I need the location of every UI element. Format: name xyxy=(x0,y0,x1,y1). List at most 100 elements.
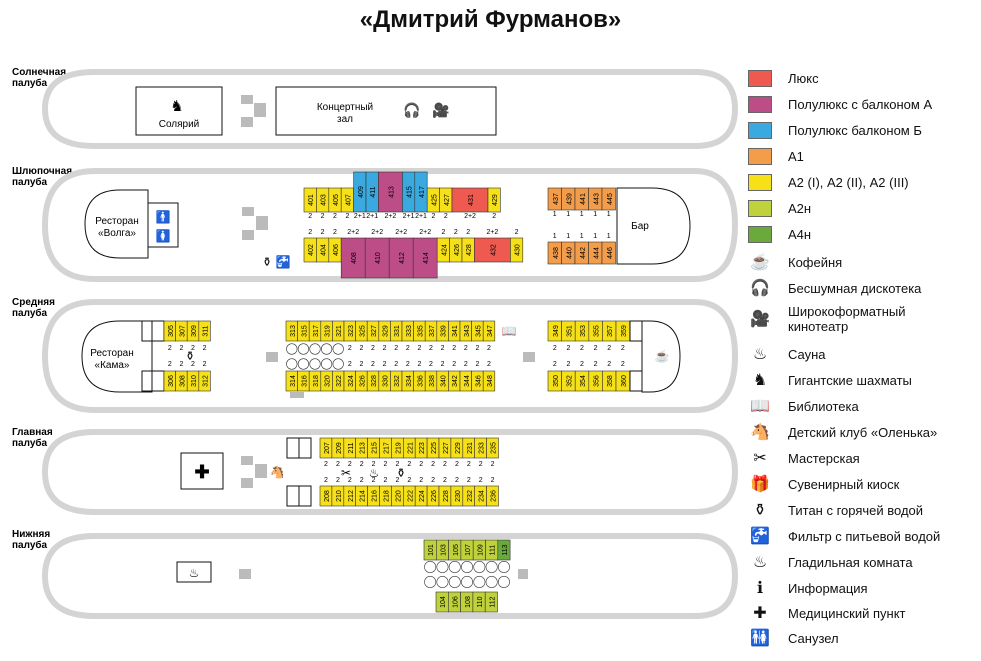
cabin-348[interactable] xyxy=(482,370,496,392)
capacity-label: 2 xyxy=(191,345,195,352)
legend-label: А2н xyxy=(788,201,812,216)
berth-circle xyxy=(286,343,298,355)
legend-label: Полулюкс с балконом А xyxy=(788,97,933,112)
capacity-label: 2 xyxy=(566,345,570,352)
capacity-label: 2 xyxy=(383,345,387,352)
restaurant-volga[interactable] xyxy=(84,189,149,259)
capacity-label: 2 xyxy=(419,477,423,484)
cabin-number: 336 xyxy=(417,375,424,387)
capacity-label: 2 xyxy=(384,461,388,468)
legend-label: Кофейня xyxy=(788,254,843,270)
cabin-431[interactable] xyxy=(451,187,489,213)
berth-circle xyxy=(321,343,333,355)
capacity-label: 2 xyxy=(203,345,207,352)
book-icon: 📖 xyxy=(750,398,770,415)
legend-swatch-lux xyxy=(748,70,772,87)
tools-icon: ✂ xyxy=(753,450,767,467)
cabin-number: 215 xyxy=(372,442,379,454)
legend-item: 📖 Библиотека xyxy=(748,396,859,416)
cabin-number: 209 xyxy=(336,442,343,454)
cabin-number: 308 xyxy=(179,375,186,387)
cabin-360[interactable] xyxy=(615,370,630,392)
cabin-432[interactable] xyxy=(474,237,511,263)
cabin-number: 426 xyxy=(454,244,461,256)
cabin-number: 317 xyxy=(313,325,320,337)
legend-label: Сувенирный киоск xyxy=(788,476,900,492)
cabin-408[interactable] xyxy=(340,237,366,279)
legend-item: 🚰Фильтр с питьевой водой xyxy=(748,526,940,546)
iron-icon: ♨ xyxy=(369,466,380,480)
cabin-410[interactable] xyxy=(364,237,390,279)
cabin-235[interactable] xyxy=(486,437,499,459)
cabin-number: 223 xyxy=(419,442,426,454)
capacity-label: 2 xyxy=(203,361,207,368)
cabin-number: 344 xyxy=(464,375,471,387)
capacity-label: 2 xyxy=(621,361,625,368)
cabin-number: 210 xyxy=(336,490,343,502)
samovar-icon: ⚱ xyxy=(396,466,406,480)
capacity-label: 2 xyxy=(168,345,172,352)
solarium-room[interactable] xyxy=(135,86,223,136)
cabin-number: 305 xyxy=(168,325,175,337)
cabin-112[interactable] xyxy=(484,591,498,613)
cabin-number: 112 xyxy=(489,596,496,607)
cabin-236[interactable] xyxy=(486,485,499,507)
cabin-number: 428 xyxy=(466,244,473,256)
main-cell xyxy=(298,437,312,459)
concert-hall-room[interactable] xyxy=(275,86,497,136)
legend-label: Гладильная комната xyxy=(788,554,913,570)
cabin-113[interactable] xyxy=(497,539,511,561)
cabin-number: 113 xyxy=(502,544,509,555)
cabin-number: 326 xyxy=(359,375,366,387)
sauna-room[interactable] xyxy=(176,561,212,583)
cabin-430[interactable] xyxy=(510,237,524,263)
medical-room[interactable] xyxy=(180,452,224,490)
capacity-label: 2 xyxy=(324,461,328,468)
mid-stern-cafe xyxy=(641,320,681,393)
cabin-446[interactable] xyxy=(601,241,616,265)
restaurant-volga-line1: Ресторан xyxy=(95,216,138,227)
cabin-312[interactable] xyxy=(198,370,211,392)
cabin-347[interactable] xyxy=(482,320,496,342)
cabin-number: 446 xyxy=(607,247,614,259)
legend-label: Люкс xyxy=(788,71,819,86)
cabin-number: 338 xyxy=(429,375,436,387)
cabin-412[interactable] xyxy=(388,237,414,279)
cabin-number: 327 xyxy=(371,325,378,337)
cabin-number: 409 xyxy=(358,186,365,198)
cabin-number: 306 xyxy=(168,375,175,387)
cabin-429[interactable] xyxy=(487,187,501,213)
cabin-413[interactable] xyxy=(378,171,403,213)
capacity-label: 2 xyxy=(429,361,433,368)
legend-label: Библиотека xyxy=(788,398,859,414)
stairs-middle-under xyxy=(290,392,304,398)
cabin-number: 414 xyxy=(423,252,430,264)
cabin-number: 323 xyxy=(348,325,355,337)
bar-room[interactable] xyxy=(616,187,691,265)
capacity-label: 2+1 xyxy=(403,213,415,220)
cabin-311[interactable] xyxy=(198,320,211,342)
cabin-number: 351 xyxy=(566,325,573,337)
cabin-359[interactable] xyxy=(615,320,630,342)
cabin-number: 343 xyxy=(464,325,471,337)
cabin-number: 213 xyxy=(360,442,367,454)
legend-item: Люкс xyxy=(748,70,819,87)
cabin-414[interactable] xyxy=(412,237,438,279)
deck-label-main-line1: Главная xyxy=(12,427,53,438)
mid-left-cell xyxy=(151,320,165,342)
samovar-icon: ⚱ xyxy=(262,255,272,269)
cabin-number: 328 xyxy=(371,375,378,387)
legend-label: Сауна xyxy=(788,346,826,362)
capacity-label: 2+2 xyxy=(419,229,431,236)
cabin-number: 218 xyxy=(383,490,390,502)
restaurant-kama[interactable] xyxy=(81,320,153,393)
water-filter-icon: 🚰 xyxy=(276,255,291,269)
legend-label: Гигантские шахматы xyxy=(788,372,912,388)
capacity-label: 2 xyxy=(467,461,471,468)
cabin-445[interactable] xyxy=(601,187,616,211)
deck-plan: Солнечная палуба Шлюпочная палуба Средня… xyxy=(12,67,739,619)
deck-label-middle-line1: Средняя xyxy=(12,297,55,308)
capacity-label: 1 xyxy=(566,233,570,240)
berth-circle xyxy=(424,561,437,573)
